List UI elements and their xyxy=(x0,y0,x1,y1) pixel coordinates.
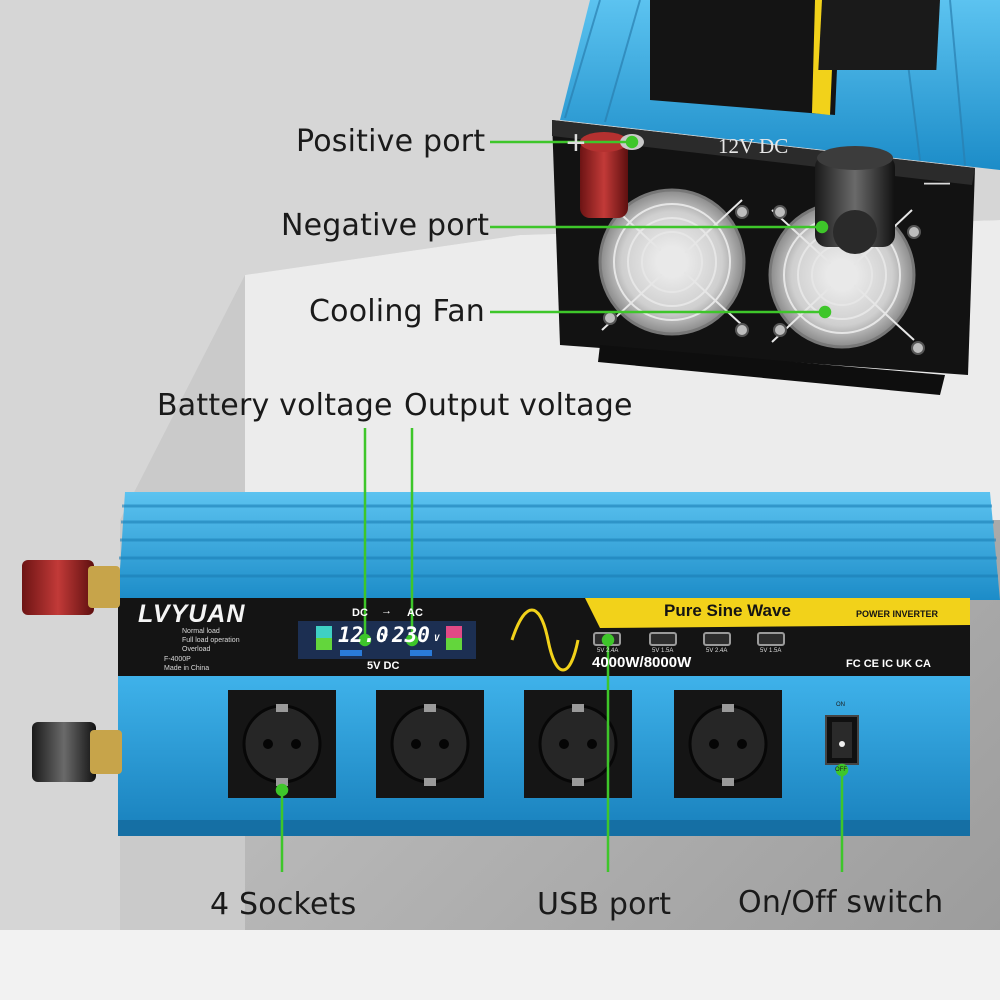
callout-cooling-fan: Cooling Fan xyxy=(309,294,486,329)
callout-switch: On/Off switch xyxy=(738,885,944,920)
positive-terminal[interactable] xyxy=(22,560,120,615)
negative-terminal[interactable] xyxy=(32,722,122,782)
usb-port-3[interactable] xyxy=(704,633,730,645)
rear-minus-sign: — xyxy=(924,166,950,196)
switch-off-label: OFF xyxy=(835,767,847,773)
model-number: F-4000P xyxy=(164,656,191,663)
socket-2[interactable] xyxy=(376,690,484,798)
battery-voltage-readout: 12.0 xyxy=(338,623,389,647)
callout-positive-port: Positive port xyxy=(296,124,486,159)
banner-subtitle: POWER INVERTER xyxy=(856,609,939,619)
dc-ac-arrow: → xyxy=(381,605,392,617)
output-voltage-unit: V xyxy=(434,634,440,644)
made-in: Made in China xyxy=(164,665,210,672)
brand-logo: LVYUAN xyxy=(138,600,246,628)
callout-sockets: 4 Sockets xyxy=(210,887,357,922)
usb-port-2[interactable] xyxy=(650,633,676,645)
callout-usb-port: USB port xyxy=(537,887,672,922)
power-rating: 4000W/8000W xyxy=(592,654,692,671)
status-legend-overload: Overload xyxy=(182,646,211,653)
socket-1[interactable] xyxy=(228,690,336,798)
banner-title: Pure Sine Wave xyxy=(664,601,791,620)
power-rocker-switch[interactable] xyxy=(826,716,858,764)
socket-4[interactable] xyxy=(674,690,782,798)
usb-label-3: 5V 2.4A xyxy=(706,648,728,654)
usb-port-4[interactable] xyxy=(758,633,784,645)
socket-3[interactable] xyxy=(524,690,632,798)
switch-on-label: ON xyxy=(836,702,845,708)
usb-label-2: 5V 1.5A xyxy=(652,648,674,654)
battery-voltage-unit: V xyxy=(382,634,388,644)
callout-battery-voltage: Battery voltage xyxy=(157,388,393,423)
status-legend-full: Full load operation xyxy=(182,637,240,644)
callout-output-voltage: Output voltage xyxy=(404,388,633,423)
usb-output-label: 5V DC xyxy=(367,660,400,672)
ac-label: AC xyxy=(407,607,423,619)
usb-label-4: 5V 1.5A xyxy=(760,648,782,654)
rear-plus-sign: + xyxy=(566,124,586,162)
callout-negative-port: Negative port xyxy=(281,208,490,243)
dc-label: DC xyxy=(352,607,368,619)
rear-voltage-label: 12V DC xyxy=(718,134,789,158)
status-legend-normal: Normal load xyxy=(182,628,220,635)
certification-marks: FC CE IC UK CA xyxy=(846,658,931,670)
usb-port-1[interactable] xyxy=(594,633,620,645)
usb-label-1: 5V 2.4A xyxy=(597,648,619,654)
output-voltage-readout: 230 xyxy=(392,623,430,647)
